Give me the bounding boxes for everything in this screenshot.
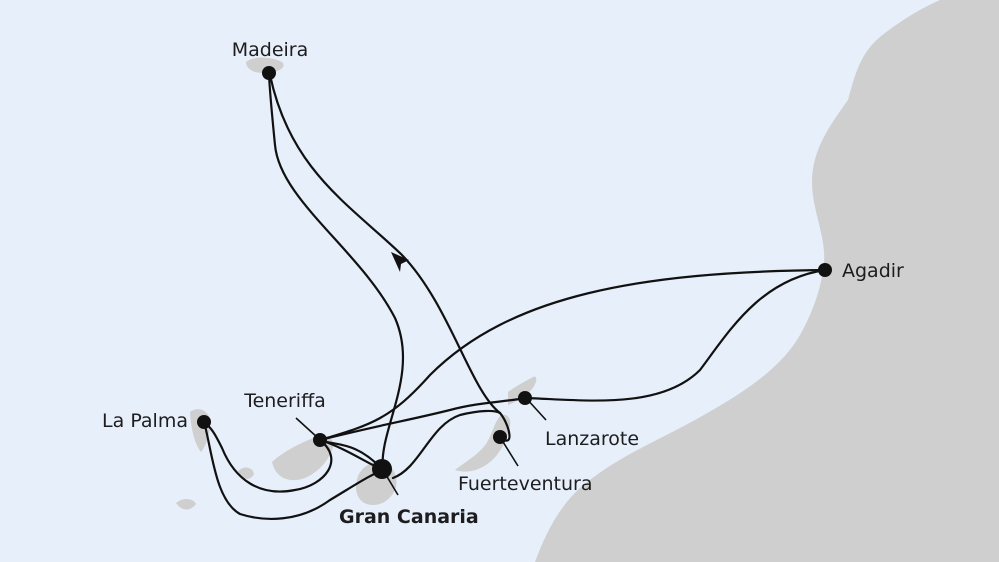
port-marker-gran-canaria[interactable] [372,459,392,479]
route-teneriffa-to-lanzarote [318,396,527,442]
port-label-gran-canaria: Gran Canaria [339,506,479,528]
route-madeira-to-fuerteventura [268,73,502,415]
port-label-madeira: Madeira [232,39,309,61]
island-el-hierro [176,498,196,510]
arrowhead-icon [391,252,409,272]
african-coast-landmass [535,0,999,562]
route-teneriffa-to-la-palma [202,420,333,493]
route-gran-canaria-to-fuerteventura [391,409,511,480]
port-label-teneriffa: Teneriffa [243,390,326,412]
port-markers [197,66,832,479]
port-labels: Madeira Agadir La Palma Teneriffa Lanzar… [102,39,904,528]
port-marker-lanzarote[interactable] [518,391,532,405]
route-la-palma-to-gran-canaria [202,420,385,520]
port-marker-fuerteventura[interactable] [493,430,507,444]
cruise-routes [202,73,827,520]
port-marker-madeira[interactable] [262,66,276,80]
port-marker-agadir[interactable] [818,263,832,277]
route-gran-canaria-to-madeira [267,73,405,472]
route-agadir-to-lanzarote [523,268,827,402]
port-label-agadir: Agadir [842,260,904,282]
port-marker-la-palma[interactable] [197,415,211,429]
leader-teneriffa [295,417,319,439]
route-teneriffa-to-agadir [318,268,827,442]
island-la-gomera [238,467,254,479]
port-marker-teneriffa[interactable] [313,433,327,447]
port-label-fuerteventura: Fuerteventura [458,473,593,495]
island-lanzarote [508,376,537,405]
port-label-lanzarote: Lanzarote [545,428,639,450]
island-fuerteventura [455,414,511,472]
port-label-la-palma: La Palma [102,410,188,432]
